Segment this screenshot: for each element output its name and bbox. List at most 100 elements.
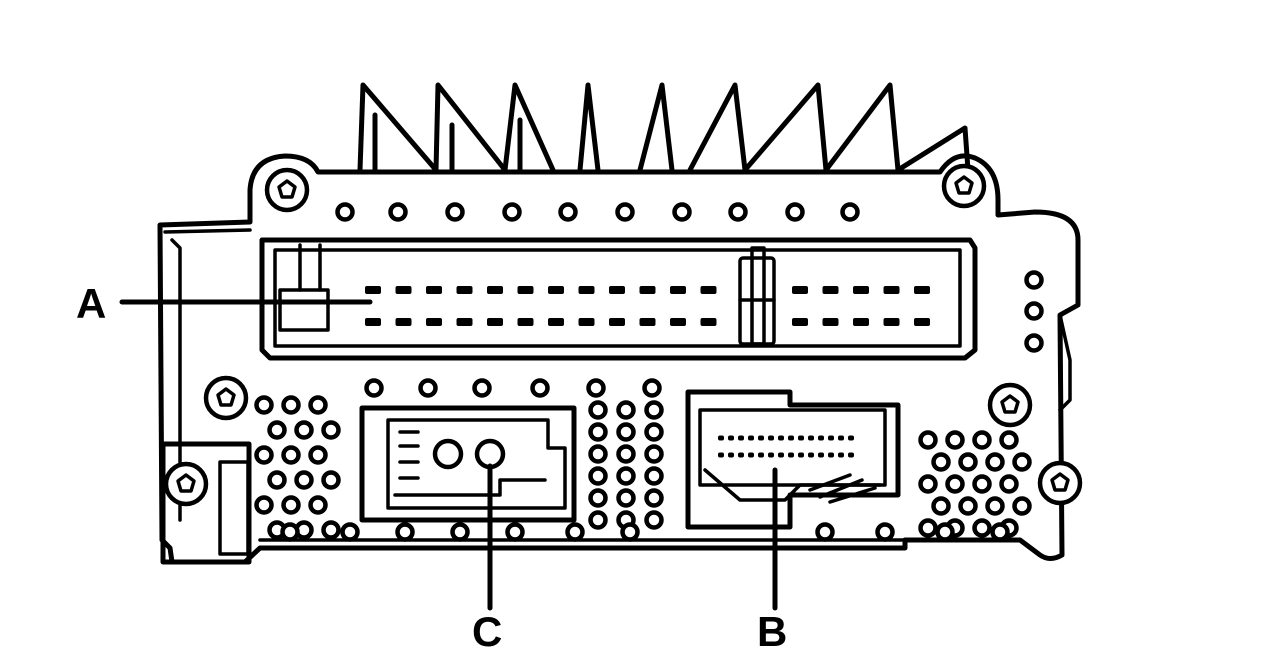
connector-a-pins — [365, 286, 930, 326]
vent-hole — [875, 522, 895, 542]
vent-hole — [364, 378, 384, 398]
vent-hole — [281, 495, 301, 515]
connector-pin — [487, 318, 503, 326]
vent-hole — [990, 522, 1010, 542]
connector-pin — [838, 435, 844, 441]
vent-hole — [728, 202, 748, 222]
connector-pin — [639, 286, 656, 294]
vent-hole — [1024, 333, 1044, 353]
connector-pin — [395, 286, 412, 294]
connector-pin — [914, 286, 930, 294]
connector-pin — [517, 318, 534, 326]
mounting-screws — [163, 163, 1083, 507]
connector-pin — [818, 452, 824, 458]
connector-pin — [365, 286, 381, 294]
connector-pin — [838, 452, 844, 458]
connector-pin — [578, 286, 595, 294]
vent-hole — [388, 202, 408, 222]
connector-pin — [578, 318, 595, 326]
vent-hole — [935, 522, 955, 542]
vent-hole — [815, 522, 835, 542]
vent-hole — [308, 445, 328, 465]
left-bracket — [160, 243, 330, 565]
vent-hole — [588, 488, 608, 508]
connector-pin — [718, 452, 724, 458]
vent-hole — [644, 466, 664, 486]
connector-pin — [788, 435, 794, 441]
connector-pin — [700, 318, 717, 326]
vent-hole — [588, 466, 608, 486]
connector-pin — [798, 452, 804, 458]
vent-hole — [616, 400, 636, 420]
connector-pin — [670, 286, 686, 294]
ventilation-holes — [254, 202, 1044, 542]
connector-pin — [456, 286, 473, 294]
connector-pin — [670, 318, 686, 326]
connector-pin — [738, 435, 744, 441]
screw-icon — [987, 382, 1033, 428]
vent-hole — [254, 445, 274, 465]
connector-pin — [395, 318, 412, 326]
connector-pin — [792, 286, 808, 294]
connector-pin — [609, 286, 625, 294]
connector-pin — [822, 318, 839, 326]
vent-hole — [558, 202, 578, 222]
vent-hole — [565, 522, 585, 542]
callout-label-c: C — [472, 608, 503, 655]
vent-hole — [931, 496, 951, 516]
connector-pin — [848, 452, 854, 458]
vent-hole — [321, 520, 341, 540]
leader-lines — [119, 299, 778, 611]
connector-pin — [778, 435, 784, 441]
connector-pin — [728, 435, 734, 441]
vent-hole — [280, 522, 300, 542]
connector-pin — [639, 318, 656, 326]
vent-hole — [321, 470, 341, 490]
vent-hole — [616, 488, 636, 508]
connector-b-pins — [718, 435, 854, 458]
heatsink-fins — [357, 82, 971, 173]
vent-hole — [1012, 496, 1032, 516]
vent-hole — [395, 522, 415, 542]
vent-hole — [308, 395, 328, 415]
connector-pin — [778, 452, 784, 458]
connector-pin — [798, 435, 804, 441]
connector-pin — [548, 286, 564, 294]
vent-hole — [588, 444, 608, 464]
screw-icon — [203, 375, 249, 421]
vent-hole — [254, 395, 274, 415]
connector-pin — [853, 318, 869, 326]
vent-hole — [999, 474, 1019, 494]
vent-hole — [1024, 270, 1044, 290]
connector-pin — [487, 286, 503, 294]
vent-hole — [588, 422, 608, 442]
connector-pin — [828, 452, 834, 458]
vent-hole — [644, 422, 664, 442]
connector-pin — [609, 318, 625, 326]
vent-hole — [972, 430, 992, 450]
vent-hole — [958, 496, 978, 516]
screw-icon — [264, 167, 310, 213]
vent-hole — [281, 445, 301, 465]
connector-pin — [700, 286, 717, 294]
screw-icon — [941, 163, 987, 209]
connector-pin — [788, 452, 794, 458]
callout-label-b: B — [757, 608, 788, 655]
vent-hole — [294, 470, 314, 490]
vent-hole — [615, 202, 635, 222]
vent-hole — [445, 202, 465, 222]
connector-pin — [808, 452, 814, 458]
connector-pin — [748, 452, 754, 458]
vent-hole — [530, 378, 550, 398]
vent-hole — [588, 510, 608, 530]
vent-hole — [985, 496, 1005, 516]
vent-hole — [644, 444, 664, 464]
vent-hole — [308, 495, 328, 515]
screw-icon — [163, 461, 209, 507]
vent-hole — [945, 474, 965, 494]
connector-pin — [822, 286, 839, 294]
vent-hole — [972, 518, 992, 538]
vent-hole — [644, 400, 664, 420]
vent-hole — [972, 474, 992, 494]
housing-outline — [157, 153, 1081, 565]
